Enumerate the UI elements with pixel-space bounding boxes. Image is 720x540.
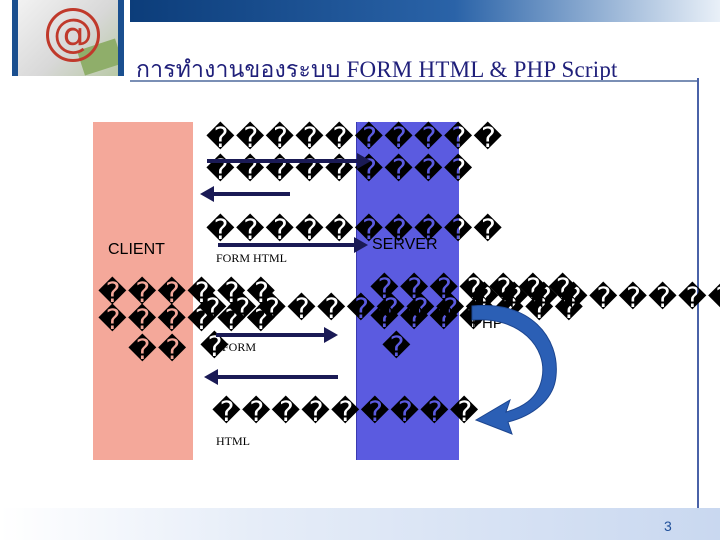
logo-image: @ [18,0,118,76]
html-label: HTML [216,434,250,449]
header-gradient-bar [130,0,720,22]
title-underline [130,80,698,82]
slide-title: การทำงานของระบบ FORM HTML & PHP Script [136,52,618,88]
top-caption-line-1: ���������� [206,124,503,152]
at-sign-icon: @ [46,8,100,62]
bottom-caption: ��������� [212,398,479,426]
footer-band [0,508,720,540]
server-text-line-3: � [382,333,412,361]
client-text-line-3: �� [128,336,187,364]
form-html-label: FORM HTML [216,251,287,266]
form-html-arrow-right [218,237,368,253]
client-label: CLIENT [108,241,165,259]
curved-process-arrow [450,296,560,436]
html-result-arrow-left [204,369,338,385]
request-arrow-right [207,153,371,169]
form-submit-arrow-right [216,327,338,343]
page-number: 3 [664,518,672,534]
response-arrow-left [200,186,290,202]
